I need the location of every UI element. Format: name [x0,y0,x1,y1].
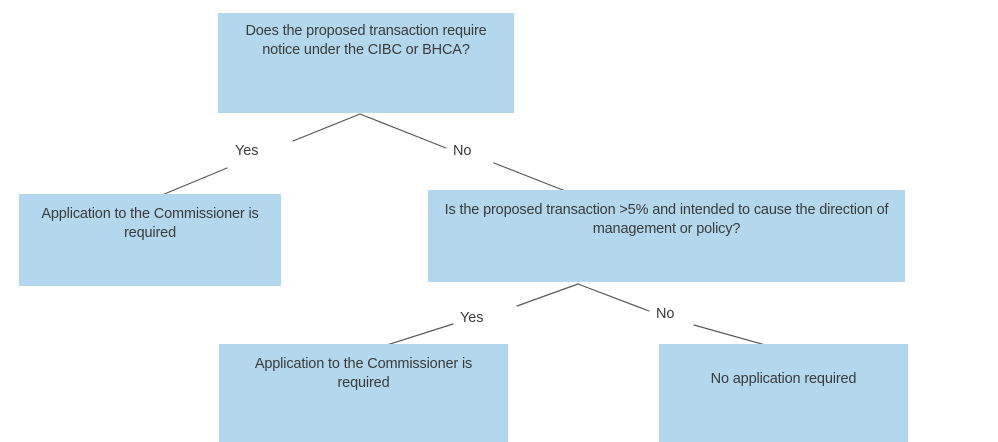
edge-decision2-to-no2-upper [577,283,650,312]
node-second-decision[interactable]: Is the proposed transaction >5% and inte… [428,190,905,282]
node-application-required-branch1[interactable]: Application to the Commissioner is requi… [19,194,281,286]
edge-label-root-no: No [449,143,476,160]
edge-root-to-yes1-upper [292,113,361,142]
node-application-required-branch2[interactable]: Application to the Commissioner is requi… [219,344,508,442]
edge-root-to-decision2-upper [359,113,447,149]
node-no-application-required[interactable]: No application required [659,344,908,442]
edge-label-root-yes: Yes [231,143,263,160]
node-application-required-branch2-label: Application to the Commissioner is requi… [254,356,473,392]
edge-label-decision2-no: No [652,306,679,323]
edge-label-decision2-yes: Yes [456,310,488,327]
node-root-label: Does the proposed transaction require no… [245,23,487,59]
node-no-application-required-label: No application required [710,371,857,387]
node-second-decision-label: Is the proposed transaction >5% and inte… [444,202,889,238]
node-root-decision[interactable]: Does the proposed transaction require no… [218,13,514,113]
node-application-required-branch1-label: Application to the Commissioner is requi… [41,206,259,242]
edge-decision2-to-yes2-upper [516,283,579,307]
